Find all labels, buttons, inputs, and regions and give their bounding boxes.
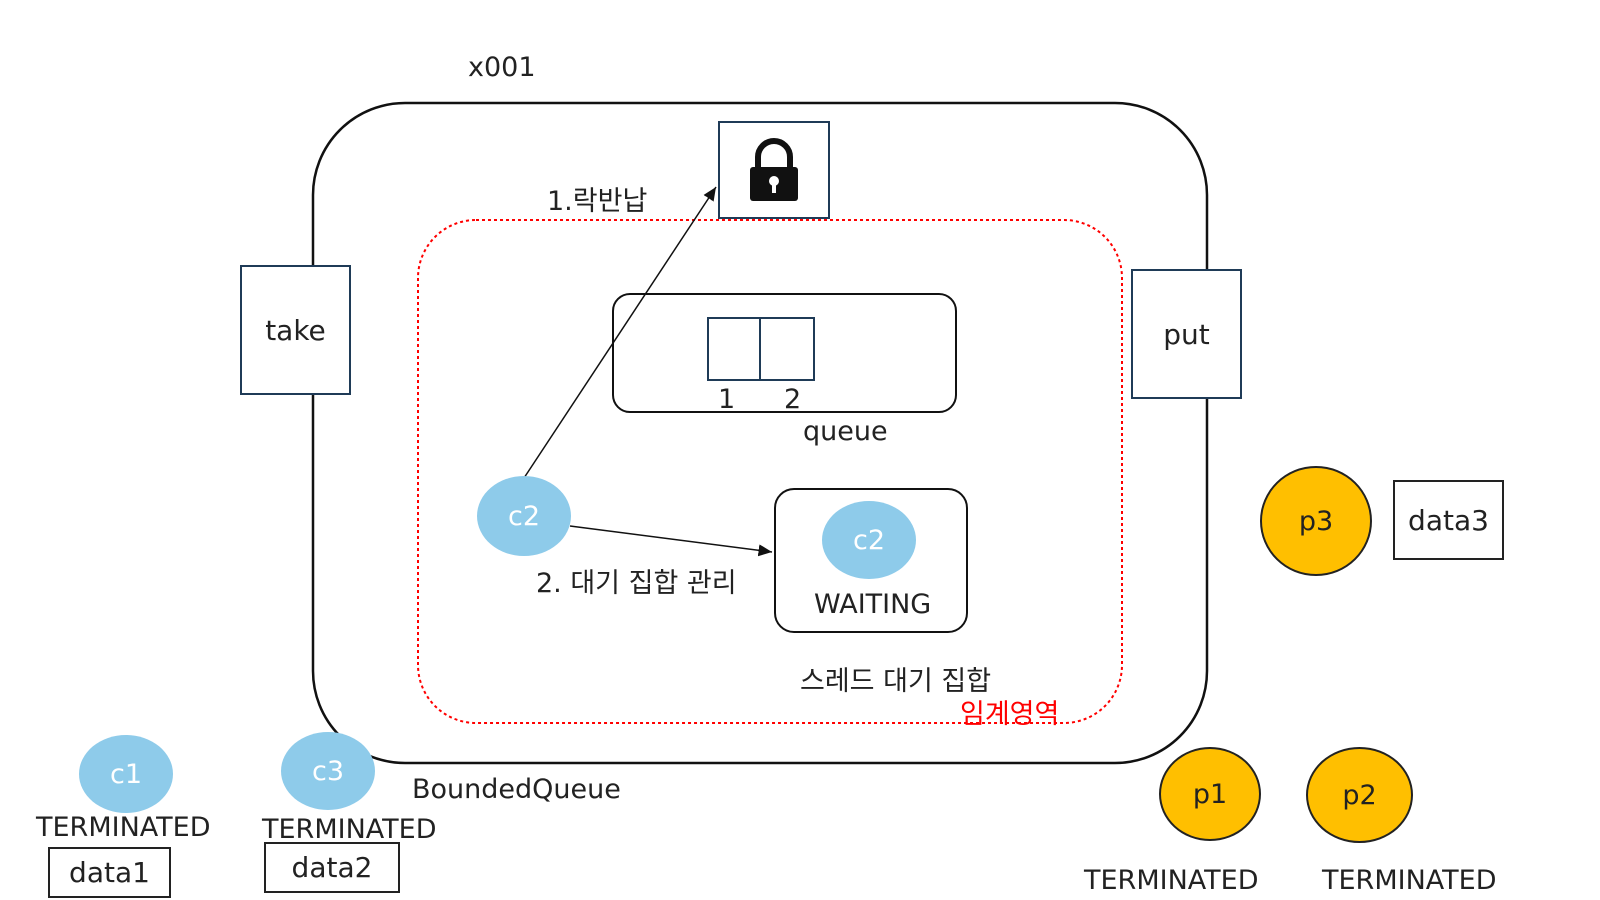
wait-set-box <box>774 488 968 633</box>
producer-p3-data: data3 <box>1393 480 1504 560</box>
critical-section-outline <box>417 219 1123 724</box>
queue-label: queue <box>803 416 888 447</box>
step2-label: 2. 대기 집합 관리 <box>536 568 737 599</box>
producer-p2[interactable]: p2 <box>1306 747 1413 843</box>
consumer-c3-data-label: data2 <box>291 851 373 884</box>
monitor-outline <box>311 101 1209 765</box>
step1-label: 1.락반납 <box>547 186 648 217</box>
queue-slot-2-index: 2 <box>784 384 802 415</box>
waiting-thread-c2[interactable]: c2 <box>822 501 916 579</box>
lock-box <box>718 121 830 219</box>
queue-container <box>612 293 957 413</box>
consumer-c1-data: data1 <box>48 847 171 898</box>
critical-section-label: 임계영역 <box>960 699 1060 730</box>
consumer-c1-data-label: data1 <box>69 856 150 889</box>
queue-slot-1 <box>707 317 761 381</box>
queue-slot-1-index: 1 <box>718 384 736 415</box>
monitor-address: x001 <box>468 52 536 83</box>
monitor-name: BoundedQueue <box>412 774 621 805</box>
put-label: put <box>1163 317 1210 351</box>
producer-p3-data-label: data3 <box>1408 503 1489 537</box>
consumer-c3-state: TERMINATED <box>262 814 437 845</box>
producer-p3[interactable]: p3 <box>1260 466 1372 576</box>
consumer-c1-state: TERMINATED <box>36 812 211 843</box>
wait-set-label: 스레드 대기 집합 <box>800 666 992 697</box>
queue-slot-2 <box>759 317 815 381</box>
consumer-c3-data: data2 <box>264 842 400 893</box>
lock-icon <box>750 138 798 201</box>
producer-p2-state: TERMINATED <box>1322 865 1497 896</box>
producer-p1-state: TERMINATED <box>1084 865 1259 896</box>
consumer-c1[interactable]: c1 <box>79 735 173 813</box>
step2-arrow <box>569 525 773 557</box>
waiting-state-label: WAITING <box>814 589 932 620</box>
step1-arrow <box>523 186 717 479</box>
put-method-box[interactable]: put <box>1131 269 1242 399</box>
consumer-c3[interactable]: c3 <box>281 732 375 810</box>
take-label: take <box>265 313 326 347</box>
active-thread-c2[interactable]: c2 <box>477 476 571 556</box>
producer-p1[interactable]: p1 <box>1159 747 1261 841</box>
take-method-box[interactable]: take <box>240 265 351 395</box>
